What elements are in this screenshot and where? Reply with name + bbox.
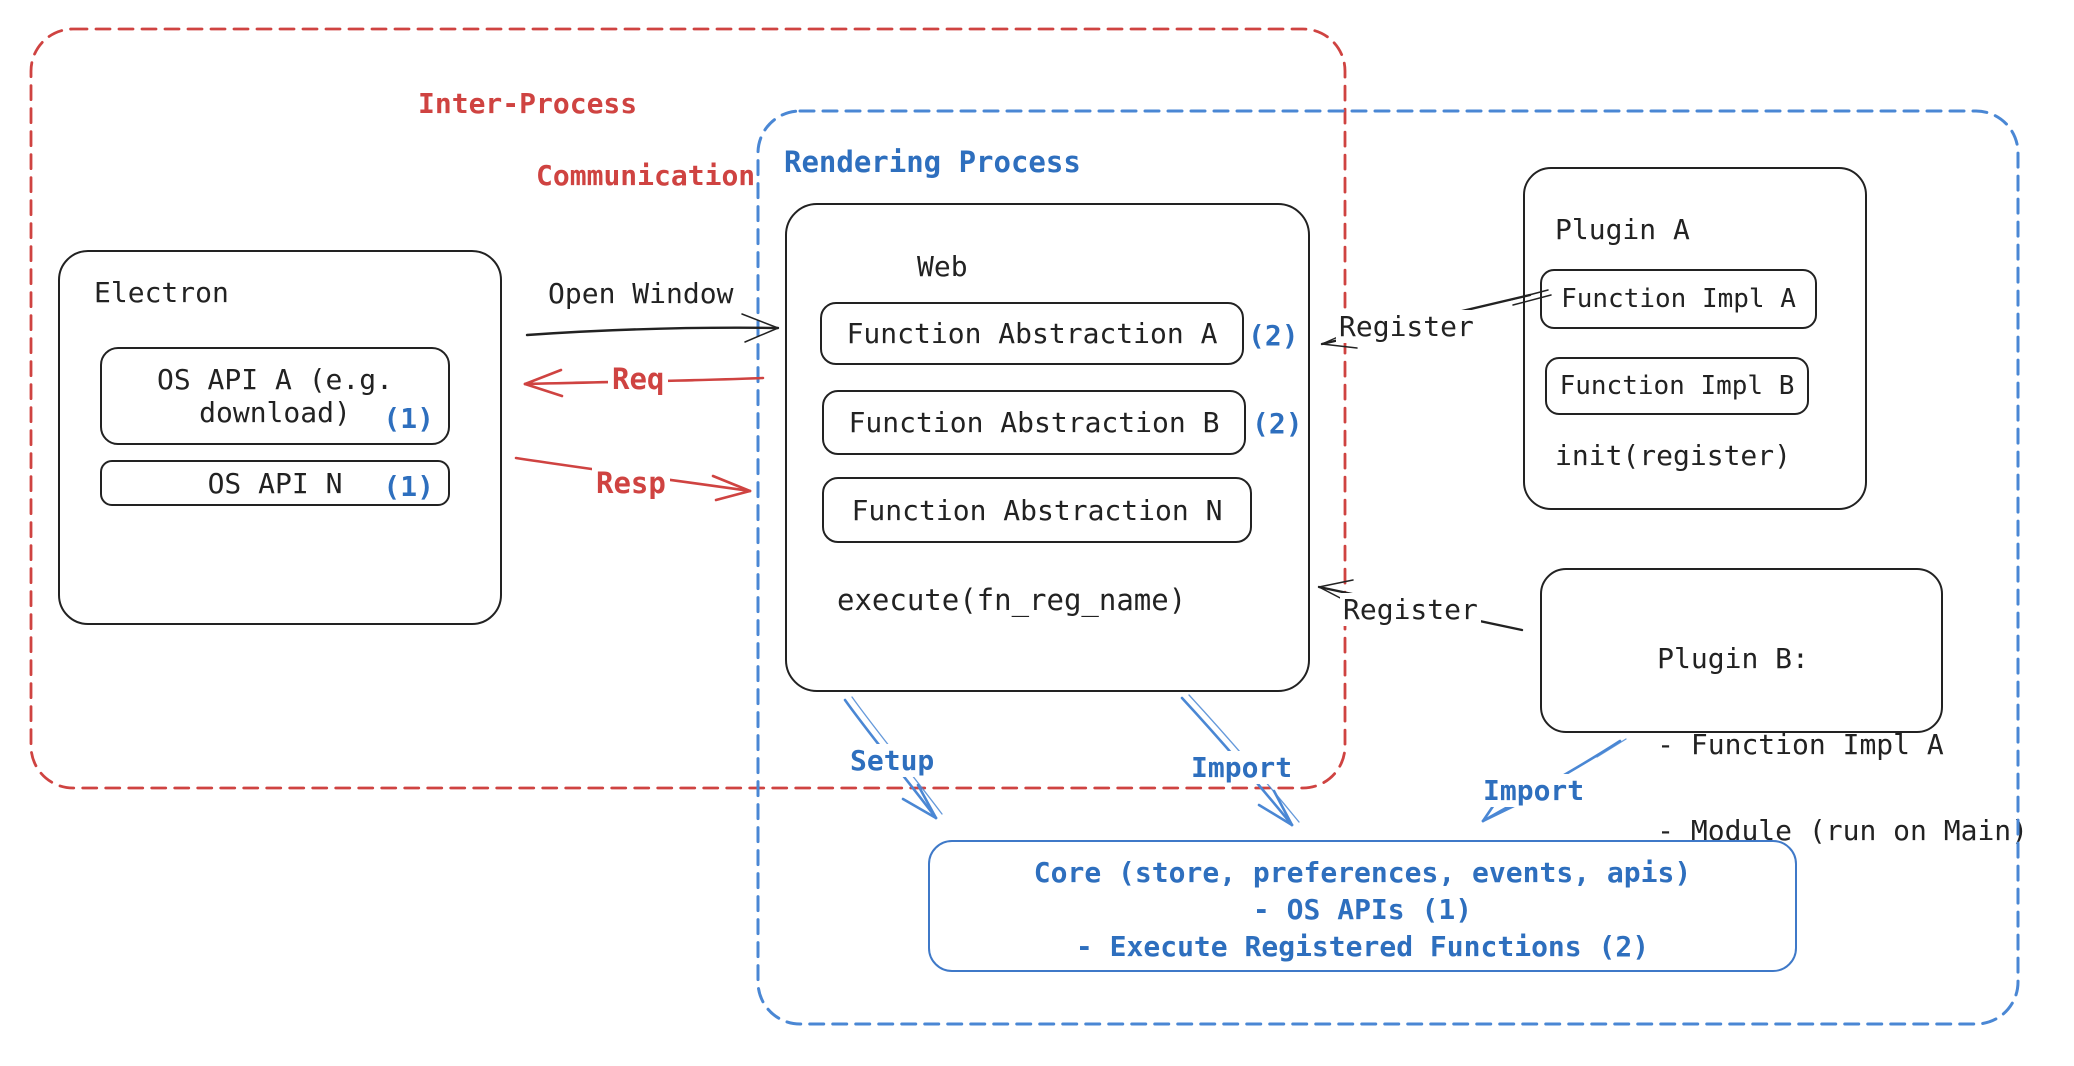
plugin-b-box: Plugin B: - Function Impl A - Module (ru… (1540, 568, 2028, 847)
os-api-a-badge: (1) (383, 402, 434, 435)
execute-text: execute(fn_reg_name) (837, 583, 1187, 617)
web-box: Web Function Abstraction A (2) Function … (785, 203, 1310, 692)
web-title: Web (917, 250, 968, 283)
rendering-group-label: Rendering Process (784, 145, 1081, 179)
os-api-a-box: OS API A (e.g. download) (1) (100, 347, 450, 445)
core-box: Core (store, preferences, events, apis) … (928, 840, 1797, 972)
core-line-3: - Execute Registered Functions (2) (1075, 930, 1650, 963)
core-line-2: - OS APIs (1) (1252, 893, 1473, 926)
plugin-b-item-1: - Function Impl A (1657, 728, 1944, 761)
plugin-a-title: Plugin A (1555, 213, 1690, 246)
function-impl-b-box: Function Impl B (1545, 357, 1809, 415)
ipc-group-label: Inter-Process Communication (418, 86, 755, 194)
function-abstraction-a-badge: (2) (1248, 319, 1299, 352)
open-window-arrow (525, 313, 780, 343)
function-impl-b-label: Function Impl B (1559, 371, 1795, 401)
function-abstraction-b-label: Function Abstraction B (848, 406, 1220, 439)
os-api-a-label: OS API A (e.g. download) (157, 363, 393, 429)
import-web-label: Import (1187, 751, 1297, 784)
function-abstraction-a-label: Function Abstraction A (846, 317, 1218, 350)
function-abstraction-b-badge: (2) (1252, 407, 1303, 440)
ipc-group-label-line2: Communication (536, 159, 756, 192)
core-line-1: Core (store, preferences, events, apis) (1033, 856, 1692, 889)
resp-label: Resp (592, 467, 670, 500)
function-impl-a-box: Function Impl A (1540, 269, 1817, 329)
function-abstraction-n-label: Function Abstraction N (851, 493, 1223, 527)
ipc-group-label-line1: Inter-Process (418, 87, 638, 120)
os-api-n-label: OS API N (207, 466, 343, 500)
function-abstraction-a-box: Function Abstraction A (820, 302, 1244, 365)
os-api-a-line2: download) (199, 396, 351, 429)
req-label: Req (608, 363, 669, 396)
electron-box: Electron OS API A (e.g. download) (1) OS… (58, 250, 502, 625)
open-window-label: Open Window (548, 277, 734, 310)
os-api-a-line1: OS API A (e.g. (156, 363, 393, 396)
register-a-label: Register (1336, 310, 1477, 343)
function-abstraction-b-box: Function Abstraction B (822, 390, 1246, 455)
os-api-n-badge: (1) (383, 470, 434, 503)
setup-label: Setup (846, 744, 939, 777)
import-plugin-label: Import (1479, 774, 1589, 807)
electron-title: Electron (94, 276, 229, 309)
init-register-text: init(register) (1555, 439, 1792, 472)
function-impl-a-label: Function Impl A (1561, 284, 1796, 314)
os-api-n-box: OS API N (1) (100, 460, 450, 506)
plugin-b-title: Plugin B: (1657, 642, 1809, 675)
function-abstraction-n-box: Function Abstraction N (822, 477, 1252, 543)
plugin-a-box: Plugin A Function Impl A Function Impl B… (1523, 167, 1867, 510)
register-b-label: Register (1340, 593, 1481, 626)
